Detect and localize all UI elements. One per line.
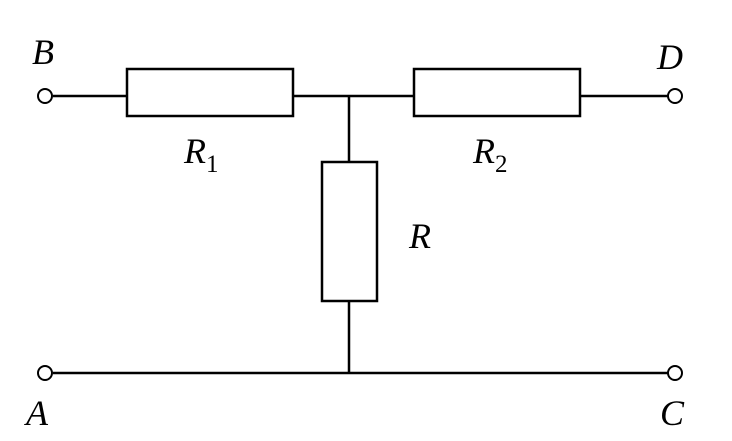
resistor-r1 bbox=[125, 67, 295, 118]
resistor-label-r1: R1 bbox=[183, 131, 219, 178]
terminal-c bbox=[667, 365, 683, 381]
resistor-r1-subscript: 1 bbox=[206, 151, 219, 178]
terminal-label-a: A bbox=[24, 393, 49, 433]
terminal-d bbox=[667, 88, 683, 104]
resistor-r2 bbox=[412, 67, 582, 118]
resistor-r2-symbol: R bbox=[472, 131, 495, 171]
terminal-label-b: B bbox=[32, 32, 54, 72]
terminal-b bbox=[37, 88, 53, 104]
terminal-label-d: D bbox=[656, 37, 683, 77]
resistor-label-r: R bbox=[408, 216, 431, 256]
resistor-r2-subscript: 2 bbox=[495, 151, 508, 178]
terminal-label-c: C bbox=[660, 393, 685, 433]
resistor-label-r2: R2 bbox=[472, 131, 508, 178]
resistor-r1-symbol: R bbox=[183, 131, 206, 171]
terminal-a bbox=[37, 365, 53, 381]
resistor-r bbox=[320, 160, 379, 303]
